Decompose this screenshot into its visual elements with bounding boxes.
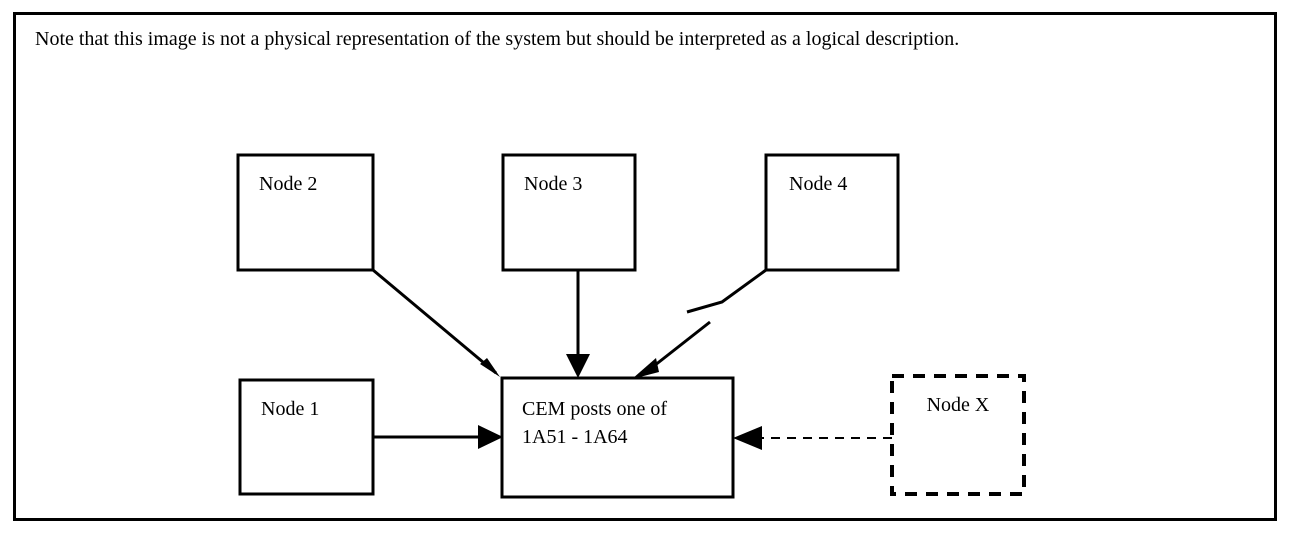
nodex-rect[interactable] [890,374,1026,496]
edge-nodex-cem-arrowhead [733,426,762,450]
edge-nodex-cem [733,426,892,450]
edge-node2-cem-arrowhead [480,358,500,377]
edge-node2-cem [372,268,500,377]
node-box-node3[interactable]: Node 3 [501,153,637,272]
edge-node4-cem-upper [686,268,767,314]
edge-node1-cem [373,425,503,449]
note-text: Note that this image is not a physical r… [35,28,960,50]
cem-label-line2: 1A51 - 1A64 [522,426,628,448]
node2-label: Node 2 [259,173,317,195]
nodex-label: Node X [927,394,990,416]
cem-rect[interactable] [500,376,735,499]
node2-rect[interactable] [236,153,375,272]
edge-node4-cem-arrowhead [632,358,659,379]
edge-node2-cem-line [372,268,497,375]
node4-label: Node 4 [789,173,847,195]
node-box-cem[interactable]: CEM posts one of 1A51 - 1A64 [500,376,735,499]
node-box-node1[interactable]: Node 1 [238,378,375,496]
node1-label: Node 1 [261,398,319,420]
cem-label-line1: CEM posts one of [522,398,667,420]
node-box-nodex[interactable]: Node X [890,374,1026,496]
edge-node4-cem-upper-line [686,268,767,314]
edge-node4-cem-lower [632,320,711,379]
node-box-node2[interactable]: Node 2 [236,153,375,272]
edge-node3-cem [566,270,590,378]
edge-node3-cem-arrowhead [566,354,590,378]
node3-label: Node 3 [524,173,582,195]
node-box-node4[interactable]: Node 4 [764,153,900,272]
node1-rect[interactable] [238,378,375,496]
node4-rect[interactable] [764,153,900,272]
edge-node1-cem-arrowhead [478,425,503,449]
node3-rect[interactable] [501,153,637,272]
